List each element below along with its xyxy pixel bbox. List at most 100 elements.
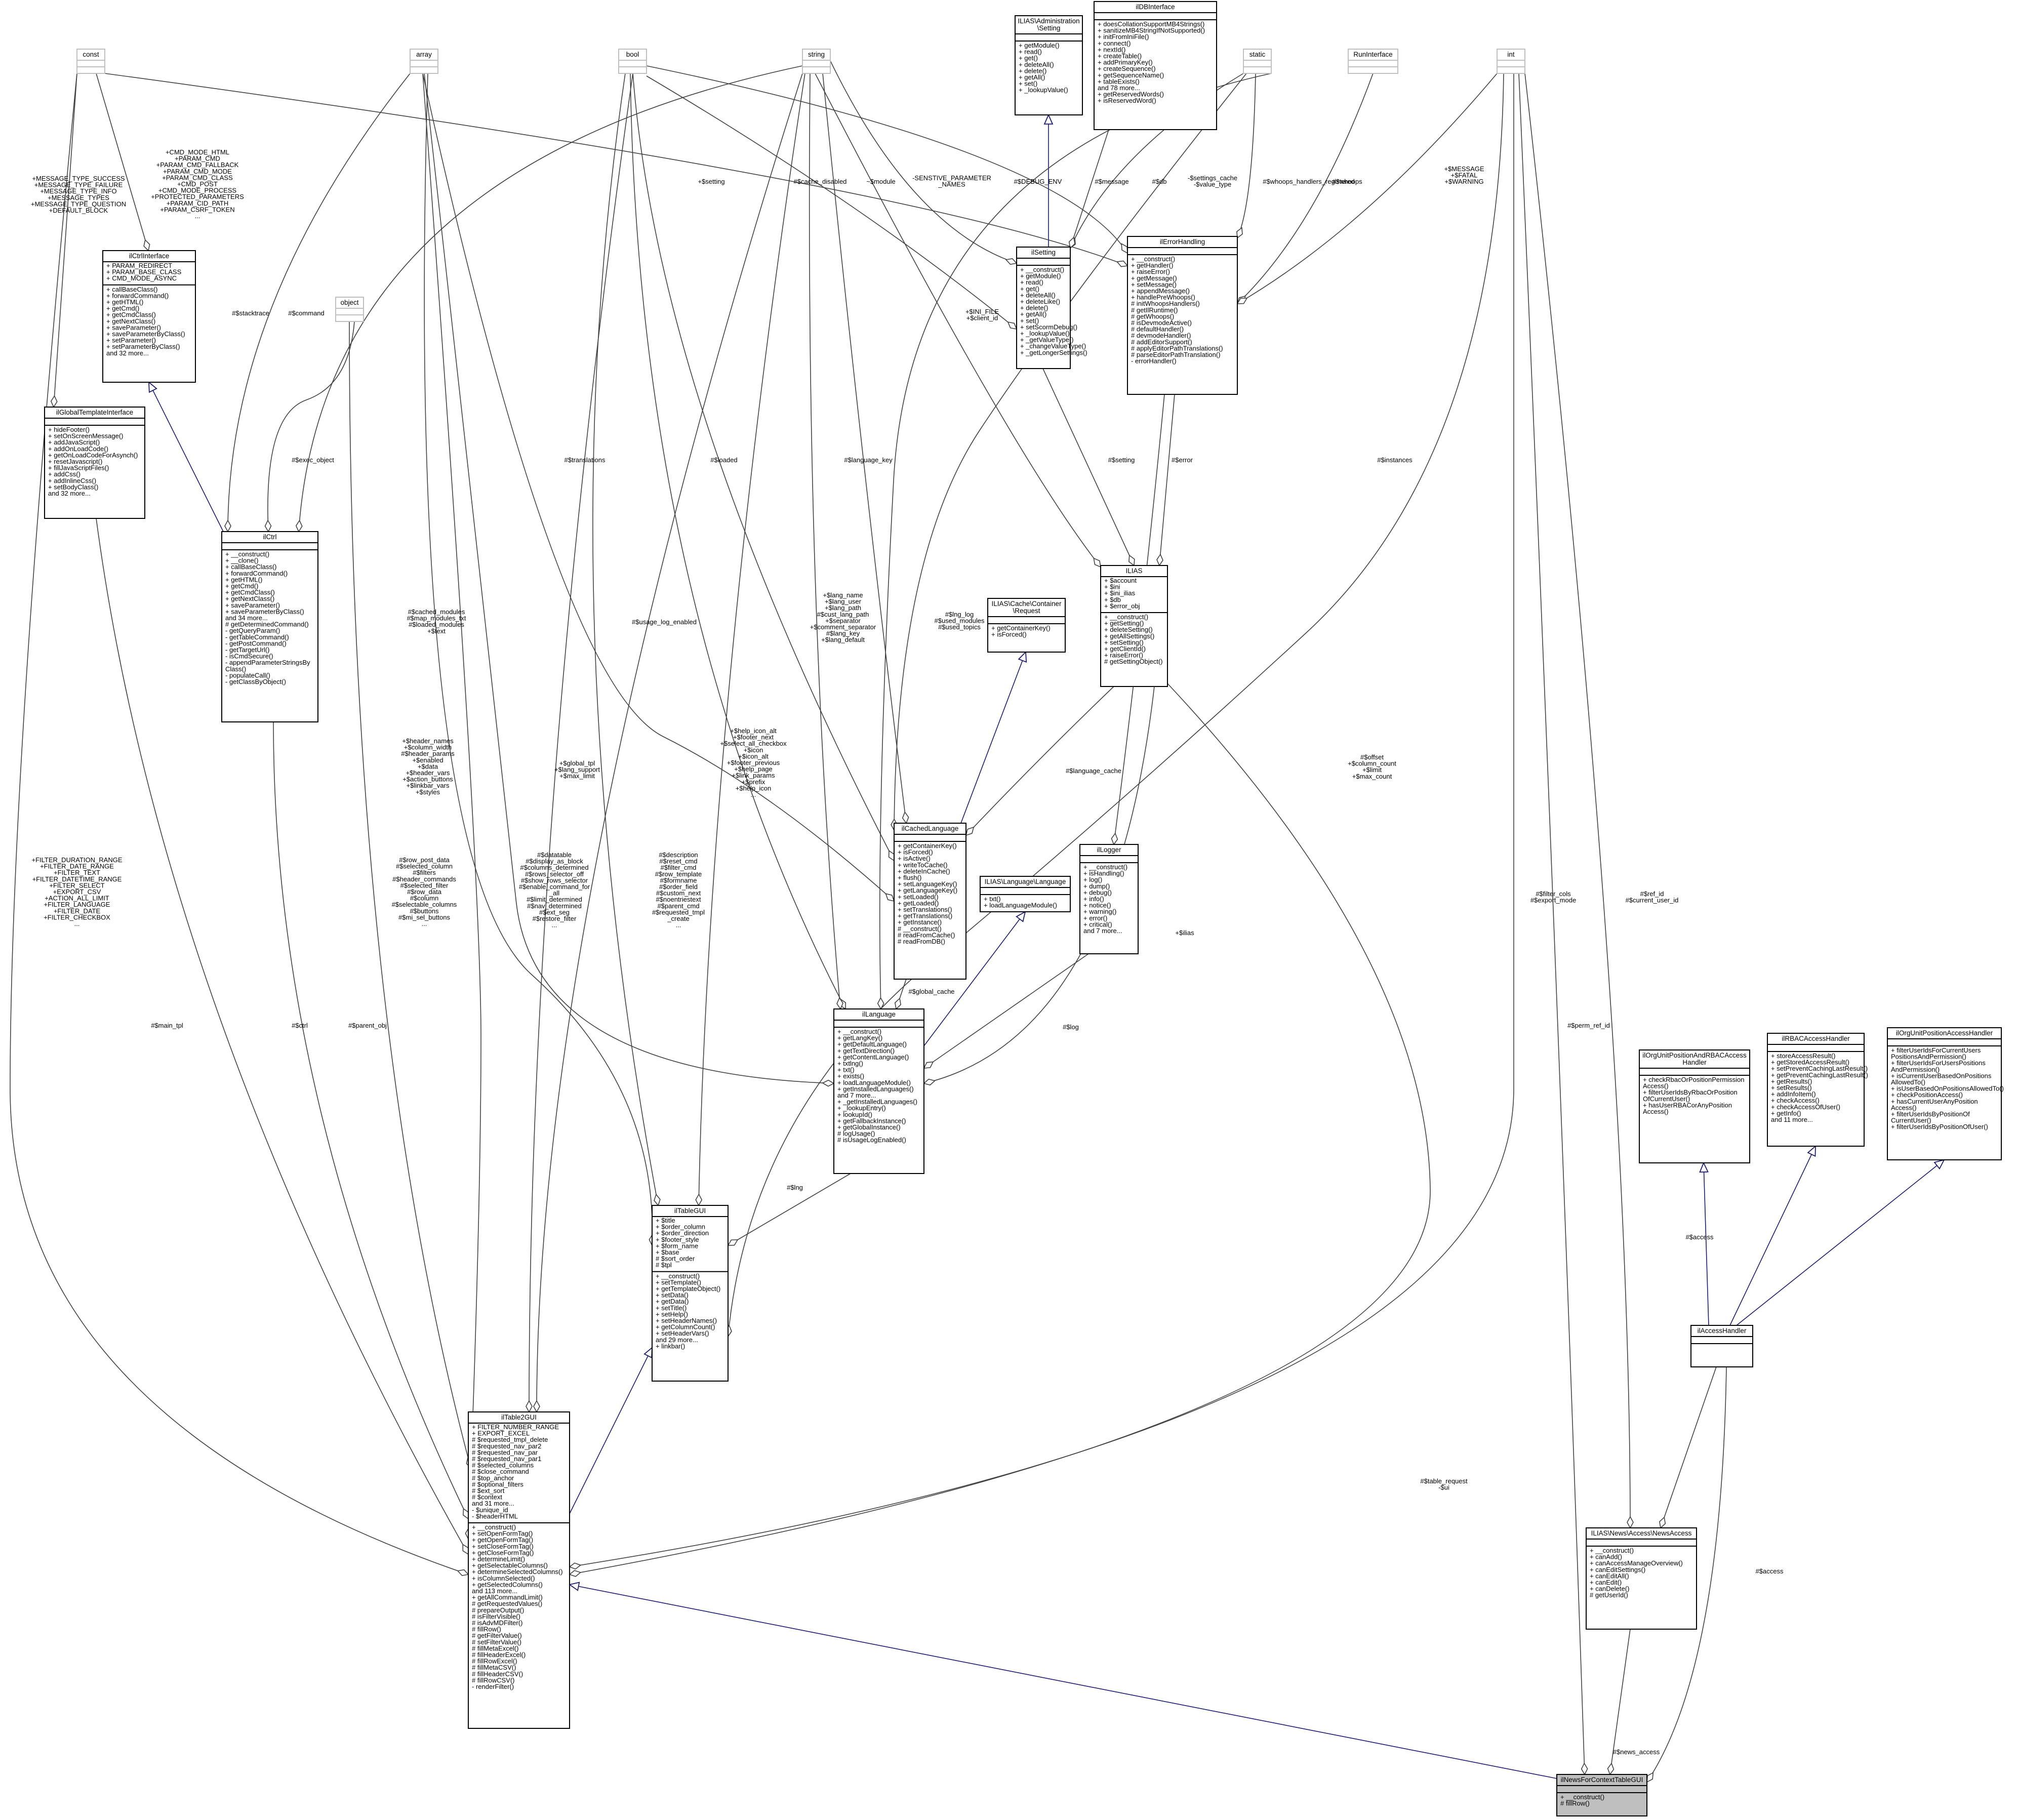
- class-name: ILIAS: [1125, 567, 1142, 575]
- class-name: int: [1507, 51, 1515, 58]
- class-method: and 113 more...: [472, 1587, 517, 1595]
- class-method: + isUserBasedOnPositionsAllowedTo(): [1891, 1085, 2004, 1093]
- class-box-ilerrorhandling[interactable]: ilErrorHandling+ __construct()+ getHandl…: [1127, 236, 1238, 395]
- edge-label-line: +MESSAGE_TYPE_FAILURE: [34, 181, 123, 189]
- class-method: Class(): [225, 665, 246, 673]
- edge-label-line: #$access: [1756, 1567, 1784, 1575]
- class-box-ildbinterface[interactable]: ilDBInterface+ doesCollationSupportMB4St…: [1094, 1, 1217, 130]
- class-box-ilnewsforcontexttablegui[interactable]: ilNewsForContextTableGUI+ __construct()#…: [1556, 1774, 1647, 1816]
- class-method: - getPostCommand(): [225, 639, 287, 647]
- edge-label: +$global_tpl+$lang_support+$max_limit: [554, 759, 600, 780]
- class-box-ilcachedlanguage[interactable]: ilCachedLanguage+ getContainerKey()+ isF…: [894, 823, 966, 980]
- association-arrow-array-to-illanguage: [424, 73, 834, 1083]
- association-arrow-ilias-to-ilcachedlanguage: [966, 686, 1114, 835]
- class-attribute: # $context: [472, 1493, 502, 1501]
- class-method: + createTable(): [1098, 52, 1142, 60]
- edge-label-line: #$limit_determined: [527, 896, 582, 903]
- class-attribute: # $selected_columns: [472, 1462, 534, 1469]
- edge-label-line: +PARAM_CMD: [175, 155, 220, 163]
- class-method: + addInfoItem(): [1771, 1090, 1816, 1098]
- edge-label-line: +$footer_previous: [727, 759, 780, 766]
- class-method: + addCss(): [48, 470, 80, 478]
- edge-label: #$exec_object: [292, 456, 334, 464]
- class-method: + __construct(): [1590, 1547, 1634, 1554]
- class-method: + checkAccess(): [1771, 1097, 1820, 1104]
- class-method: + setHeaderNames(): [656, 1317, 717, 1324]
- class-box-ilaccesshandler[interactable]: ilAccessHandler: [1690, 1325, 1753, 1367]
- class-method: # getWhoops(): [1131, 312, 1174, 320]
- class-name: static: [1249, 51, 1266, 58]
- edge-label-line: +CMD_POST: [177, 180, 218, 188]
- class-box-ilglobaltemplateinterface[interactable]: ilGlobalTemplateInterface+ hideFooter()+…: [44, 407, 145, 519]
- edge-label-line: +$link_params: [732, 772, 775, 779]
- class-name: array: [416, 51, 432, 58]
- inheritance-arrow-ilctrlinterface-to-ilctrl: [149, 382, 224, 532]
- edge-label-line: +$max_count: [1352, 773, 1392, 780]
- class-attribute: - $headerHTML: [472, 1512, 518, 1520]
- association-arrow-bool-to-iltablegui: [592, 73, 658, 1205]
- class-attribute: + $ini: [1104, 583, 1120, 591]
- class-box-static[interactable]: static: [1243, 49, 1272, 74]
- edge-label-line: #$whoops_handlers_registered: [1263, 178, 1354, 185]
- edge-label-line: #$column: [410, 895, 438, 902]
- class-method: + filterUserIdsForCurrentUsers: [1891, 1046, 1981, 1054]
- class-method: + getGlobalInstance(): [837, 1123, 901, 1131]
- class-box-ilctrl[interactable]: ilCtrl+ __construct()+ __clone()+ callBa…: [221, 531, 318, 722]
- class-box-const[interactable]: const: [76, 49, 105, 74]
- class-method: + setTranslations(): [898, 906, 952, 913]
- class-method: + getAll(): [1020, 310, 1046, 318]
- class-method: and 32 more...: [48, 490, 91, 497]
- edge-label-line: +$FATAL: [1451, 172, 1478, 179]
- class-box-illogger[interactable]: ilLogger+ __construct()+ isHandling()+ l…: [1079, 844, 1139, 954]
- association-arrow-bool-to-iltable2gui: [529, 73, 633, 1412]
- class-method: # addEditorSupport(): [1131, 338, 1192, 346]
- class-box-adminsetting[interactable]: ILIAS\Administration\Setting+ getModule(…: [1015, 15, 1083, 115]
- inheritance-arrow-cacherequest-to-ilcachedlanguage: [960, 652, 1026, 824]
- class-method: # setFilterValue(): [472, 1638, 521, 1646]
- class-method: + callBaseClass(): [225, 563, 277, 571]
- class-box-iltable2gui[interactable]: ilTable2GUI+ FILTER_NUMBER_RANGE+ EXPORT…: [468, 1411, 570, 1729]
- class-box-string[interactable]: string: [802, 49, 831, 74]
- edge-label-line: #$DEBUG_ENV: [1014, 178, 1062, 185]
- class-box-ilorgunitposaccess[interactable]: ilOrgUnitPositionAccessHandler+ filterUs…: [1887, 1027, 2004, 1160]
- class-box-illanguage[interactable]: ilLanguage+ __construct()+ getLangKey()+…: [833, 1008, 924, 1174]
- association-arrow-const-to-ilerrorhandling: [104, 73, 1127, 266]
- class-box-languageif[interactable]: ILIAS\Language\Language+ txt()+ loadLang…: [980, 876, 1071, 912]
- edge-label-line: #$news_access: [1613, 1748, 1660, 1756]
- class-box-bool[interactable]: bool: [618, 49, 647, 74]
- class-name: string: [808, 51, 825, 58]
- class-method: + _lookupValue(): [1020, 330, 1070, 337]
- class-box-ilctrlinterface[interactable]: ilCtrlInterface+ PARAM_REDIRECT+ PARAM_B…: [102, 250, 196, 383]
- class-box-ilsetting[interactable]: ilSetting+ __construct()+ getModule()+ r…: [1016, 247, 1087, 369]
- class-box-int[interactable]: int: [1497, 49, 1525, 74]
- edge-label-line: +FILTER_LANGUAGE: [44, 901, 110, 908]
- class-name: RunInterface: [1353, 51, 1392, 58]
- class-box-array[interactable]: array: [410, 49, 438, 74]
- edge-label-line: #$instances: [1377, 456, 1413, 464]
- class-attribute: # $tpl: [656, 1261, 672, 1269]
- association-arrow-static-to-ilerrorhandling: [1237, 73, 1256, 238]
- class-box-iltablegui[interactable]: ilTableGUI+ $title+ $order_column+ $orde…: [652, 1205, 729, 1382]
- class-attribute: and 31 more...: [472, 1500, 514, 1507]
- class-box-cacherequest[interactable]: ILIAS\Cache\Container\Request+ getContai…: [987, 598, 1066, 653]
- association-arrow-array-to-iltablegui: [424, 73, 652, 1245]
- edge-label-line: +$client_id: [966, 314, 998, 322]
- edge-label: #$language_cache: [1066, 767, 1121, 775]
- class-box-runinterface[interactable]: RunInterface: [1348, 49, 1398, 74]
- edge-label-line: +$lang_support: [554, 766, 600, 774]
- class-method: + getData(): [656, 1298, 689, 1305]
- class-method: + canAccessManageOverview(): [1590, 1559, 1683, 1567]
- class-method: + loadLanguageModule(): [837, 1079, 911, 1086]
- class-method: # logUsage(): [837, 1130, 875, 1138]
- class-method: + getContentLanguage(): [837, 1053, 909, 1061]
- class-box-ilias[interactable]: ILIAS+ $account+ $ini+ $ini_ilias+ $db+ …: [1100, 565, 1168, 687]
- class-box-ilrbacaccess[interactable]: ilRBACAccessHandler+ storeAccessResult()…: [1767, 1033, 1868, 1147]
- class-method: # fillMetaCSV(): [472, 1664, 516, 1671]
- edge-label-line: +$INI_FILE: [965, 308, 999, 315]
- class-box-newsaccess[interactable]: ILIAS\News\Access\NewsAccess+ __construc…: [1586, 1527, 1697, 1630]
- class-method: + getCmdClass(): [225, 589, 275, 596]
- class-method: + createSequence(): [1098, 65, 1156, 72]
- class-method: + setCloseFormTag(): [472, 1543, 534, 1550]
- class-box-object[interactable]: object: [335, 297, 364, 322]
